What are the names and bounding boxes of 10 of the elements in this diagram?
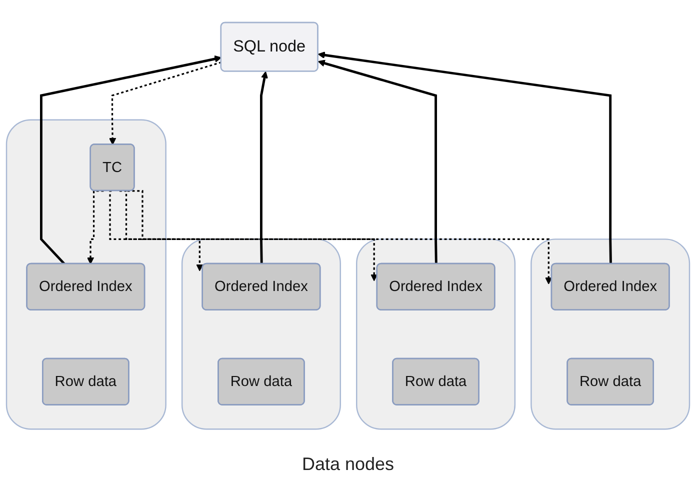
arrow (260, 71, 268, 264)
cluster (6, 119, 166, 430)
cluster (530, 238, 690, 430)
caption-text: Data nodes (302, 454, 394, 475)
cluster (181, 238, 341, 430)
arrow (318, 52, 612, 264)
cluster (356, 238, 516, 430)
arrow (40, 56, 222, 265)
arrow (318, 60, 438, 264)
arrow (109, 62, 222, 146)
